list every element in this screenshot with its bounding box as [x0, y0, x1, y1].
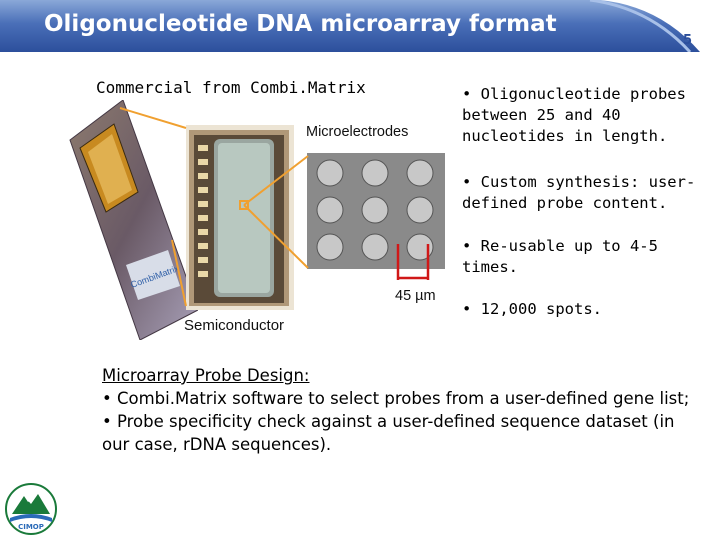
label-microelectrodes: Microelectrodes: [306, 124, 409, 140]
label-semiconductor: Semiconductor: [184, 317, 285, 334]
slide-title: Oligonucleotide DNA microarray format: [44, 11, 557, 37]
connector-line-top: [119, 107, 187, 129]
connector-line-bottom: [171, 239, 187, 307]
page-number: 5: [683, 33, 693, 48]
logo-text: CIMOP: [18, 523, 44, 531]
connector-line-micro-bottom: [243, 204, 309, 269]
probe-design-section: Microarray Probe Design: • Combi.Matrix …: [102, 364, 702, 456]
scale-bar: [396, 244, 430, 280]
bullet-synthesis: • Custom synthesis: user-defined probe c…: [462, 173, 696, 212]
label-scale: 45 µm: [395, 288, 436, 304]
microelectrodes-image: [307, 153, 445, 269]
connector-marker: [239, 200, 249, 210]
subtitle: Commercial from Combi.Matrix: [96, 78, 366, 97]
cimop-logo: CIMOP: [5, 483, 57, 535]
probe-design-item-software: • Combi.Matrix software to select probes…: [102, 389, 690, 408]
bullet-reusable: • Re-usable up to 4-5 times.: [462, 237, 658, 276]
header-swoosh: [589, 0, 720, 52]
connector-line-micro-top: [243, 155, 309, 206]
chip-slide-image: CombiMatrix: [69, 100, 198, 340]
semiconductor-chip-image: [186, 125, 294, 310]
probe-design-item-specificity: • Probe specificity check against a user…: [102, 412, 675, 454]
bullet-spots: • 12,000 spots.: [462, 300, 602, 318]
slide-header: Oligonucleotide DNA microarray format: [0, 0, 720, 52]
bullet-probes: • Oligonucleotide probes between 25 and …: [462, 85, 686, 145]
probe-design-heading: Microarray Probe Design:: [102, 366, 310, 385]
